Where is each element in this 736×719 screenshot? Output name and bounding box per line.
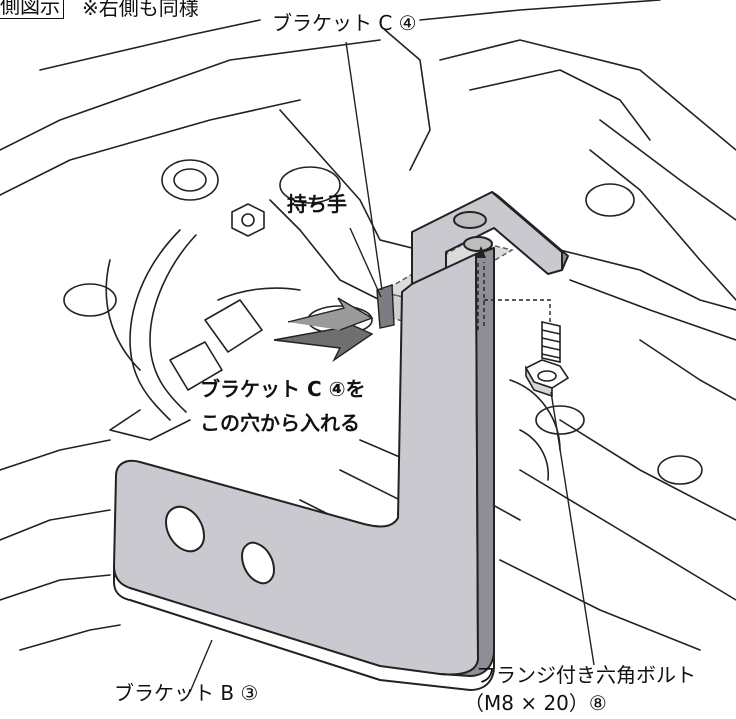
body-panel-line [469,69,651,141]
hose [105,259,141,371]
body-panel-line [519,469,736,601]
body-panel-line [599,119,736,221]
body-panel-line [499,559,701,651]
leader-bracket-b [189,639,213,693]
body-panel-line [589,149,736,301]
body-panel-line [559,419,736,521]
mount-boss [585,183,635,217]
bracket-b [113,191,569,691]
hose [217,287,301,301]
header-note: ※右側も同様 [82,0,199,20]
label-handle: 持ち手 [287,192,347,216]
mount-boss [657,455,703,485]
label-bolt-line-1: フランジ付き六角ボルト [476,663,696,687]
hose [109,409,191,441]
connector [169,341,223,391]
flange-bolt [524,321,570,398]
frame-rail [299,229,381,301]
frame-rail [269,199,301,231]
label-bracket-b: ブラケット B ③ [114,681,259,705]
mount-boss [173,168,207,192]
leader-bolt [550,391,595,666]
body-panel-line [559,249,736,311]
frame-bolt-center [241,213,255,227]
connector [204,299,263,353]
slot [165,505,205,553]
body-panel-line [439,39,736,151]
mount-boss [279,166,341,204]
insertion-arrow [273,297,374,363]
body-panel-line [39,19,261,71]
hose [149,234,197,413]
frame-rail [279,109,421,251]
mount-boss [535,405,585,435]
bracket-c-handle [376,284,395,329]
mount-boss [161,159,219,201]
guide-arrowhead [476,246,486,258]
body-panel-line [0,39,381,151]
body-panel-line [569,279,736,341]
body-panel-line [384,29,431,171]
body-panel-line [0,439,111,471]
header-boxed-label: 側図示 [0,0,64,19]
mount-boss [63,283,117,317]
instruction-line-2: この穴から入れる [200,411,360,435]
body-panel-line [419,0,661,21]
label-bracket-c: ブラケット C ④ [272,11,417,35]
slot [241,541,275,585]
leader-bracket-c [345,41,383,291]
leader-handle [349,227,382,298]
body-panel-line [0,574,111,601]
label-bolt-line-2: （M8 × 20）⑧ [464,691,607,715]
frame-bolt-head [231,203,265,237]
body-panel-line [639,339,736,401]
instruction-line-1: ブラケット C ④を [200,377,366,401]
body-panel-line [0,509,111,541]
hose [519,429,550,481]
hose [129,229,181,421]
body-panel-line [19,624,121,651]
assembly-guide [477,262,551,330]
body-panel-line [0,99,301,196]
leader-lines [189,41,595,693]
